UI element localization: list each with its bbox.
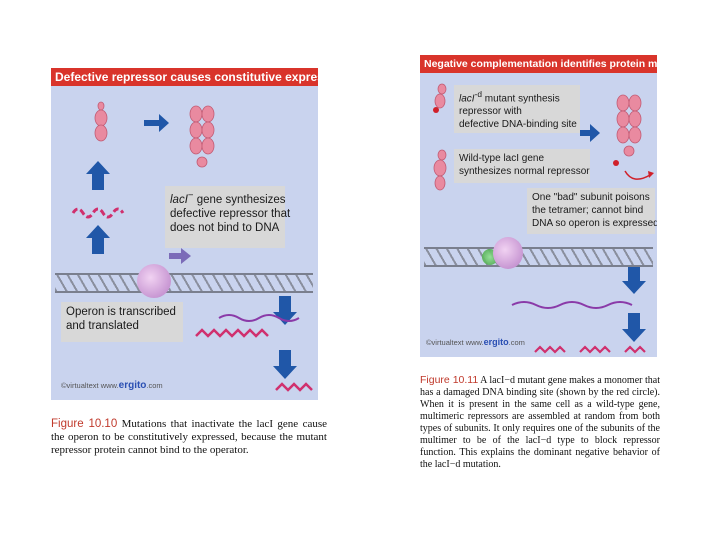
mutant-gene-line3: defective DNA-binding site <box>459 119 577 131</box>
gene-label-line2: defective repressor that <box>170 207 291 220</box>
dna-helix <box>55 273 313 293</box>
mutant-gene-line2: repressor with <box>459 106 522 118</box>
credit-owner: ©virtualtext <box>61 381 99 390</box>
poison-line2: the tetramer; cannot bind <box>532 205 644 216</box>
gene-label-box: lacI− gene synthesizes defective repress… <box>165 186 291 248</box>
caption-text: A lacI−d mutant gene makes a monomer tha… <box>420 375 660 470</box>
credit-www: www. <box>100 381 119 390</box>
mutant-gene-text: mutant synthesis <box>481 93 560 105</box>
gene-superscript: − <box>187 190 194 201</box>
up-arrow-icon <box>86 161 110 190</box>
mrna-strand <box>511 301 633 309</box>
right-figure-panel: Negative complementation identifies prot… <box>420 55 657 357</box>
poison-line3: DNA so operon is expressed <box>532 218 657 229</box>
right-figure-title: Negative complementation identifies prot… <box>420 55 657 73</box>
caption-figure-label: Figure 10.11 <box>420 374 479 386</box>
wildtype-gene-box: Wild-type lacI gene synthesizes normal r… <box>454 149 590 183</box>
mrna-strand <box>71 207 125 219</box>
mutant-gene-superscript: -d <box>474 89 482 99</box>
right-arrow-icon <box>580 124 600 142</box>
image-credit: ©virtualtext www.ergito.com <box>61 380 163 391</box>
right-figure-caption: Figure 10.11 A lacI−d mutant gene makes … <box>420 374 660 471</box>
rna-polymerase <box>137 264 171 298</box>
wildtype-gene-line2: synthesizes normal repressor <box>459 166 590 177</box>
credit-domain: .com <box>508 338 525 347</box>
repressor-tetramer <box>189 105 215 168</box>
left-figure-caption: Figure 10.10 Mutations that inactivate t… <box>51 418 327 457</box>
repressor-monomer <box>94 101 108 142</box>
mutant-gene-name: lacI <box>459 93 475 105</box>
mixed-tetramer <box>616 94 642 157</box>
polypeptide-chain <box>275 382 313 392</box>
rna-polymerase <box>493 237 523 269</box>
mutant-gene-box: lacI-d mutant synthesis repressor with d… <box>454 85 580 133</box>
gene-label-line3: does not bind to DNA <box>170 221 280 234</box>
operon-label-box: Operon is transcribed and translated <box>61 302 183 342</box>
wildtype-repressor-monomer <box>433 149 447 191</box>
right-arrow-icon <box>144 114 169 132</box>
curved-arrow-head-icon <box>648 171 654 178</box>
credit-www: www. <box>465 338 484 347</box>
damaged-binding-site <box>613 160 619 166</box>
operon-label-line2: and translated <box>66 320 139 332</box>
caption-text: Mutations that inactivate the lacI gene … <box>51 418 327 456</box>
operon-label-line1: Operon is transcribed <box>66 306 176 318</box>
wildtype-gene-line1: Wild-type lacI gene <box>459 153 545 164</box>
curved-arrow <box>624 170 651 180</box>
small-right-arrow-icon <box>169 248 191 264</box>
dna-helix <box>424 247 653 267</box>
credit-brand-logo: ergito <box>118 380 147 391</box>
poison-line1: One "bad" subunit poisons <box>532 192 650 203</box>
polypeptide-chain <box>195 328 269 338</box>
right-figure-illustration <box>433 83 654 354</box>
left-figure-title: Defective repressor causes constitutive … <box>51 68 318 86</box>
down-arrow-icon <box>622 313 646 342</box>
left-figure-panel: Defective repressor causes constitutive … <box>51 68 318 400</box>
damaged-binding-site <box>433 107 439 113</box>
gene-label-text: gene synthesizes <box>193 193 286 206</box>
poison-subunit-box: One "bad" subunit poisons the tetramer; … <box>527 188 657 234</box>
credit-domain: .com <box>146 381 163 390</box>
gene-name: lacI <box>170 193 188 206</box>
up-arrow-icon <box>86 225 110 254</box>
mrna-strand <box>218 314 300 322</box>
credit-brand-logo: ergito <box>483 337 509 347</box>
mutant-repressor-monomer <box>434 83 447 109</box>
credit-owner: ©virtualtext <box>426 338 464 347</box>
left-figure-illustration <box>71 101 313 392</box>
down-arrow-icon <box>622 265 646 294</box>
image-credit: ©virtualtext www.ergito.com <box>426 337 525 347</box>
polypeptide-chain <box>534 345 646 354</box>
caption-figure-label: Figure 10.10 <box>51 418 118 430</box>
down-arrow-icon <box>273 350 297 379</box>
